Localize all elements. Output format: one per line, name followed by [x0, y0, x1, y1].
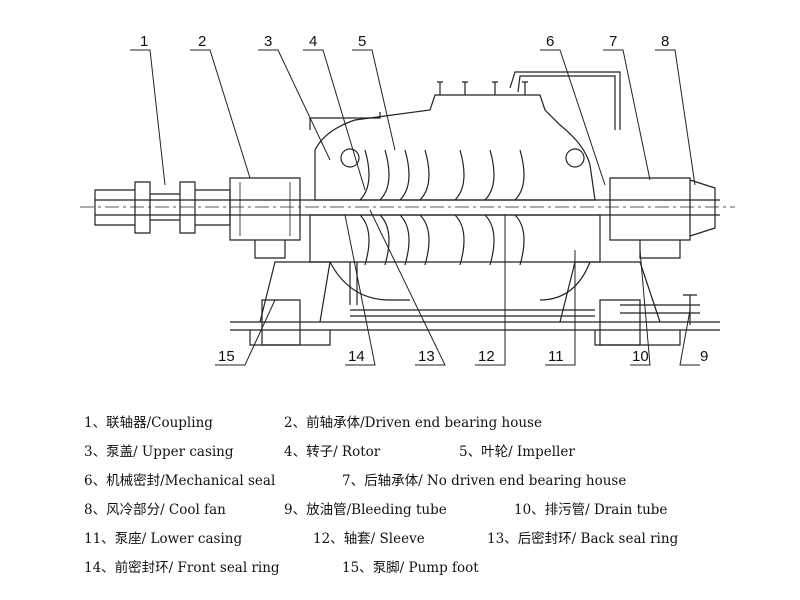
legend-item: 15、泵脚/ Pump foot — [342, 560, 479, 576]
legend-item: 10、排污管/ Drain tube — [514, 502, 668, 518]
top-studs — [437, 81, 528, 95]
callout-label: 12 — [478, 348, 495, 365]
callout-label: 6 — [546, 33, 554, 50]
callout-label: 11 — [548, 348, 564, 365]
legend-item: 4、转子/ Rotor — [284, 444, 381, 460]
shaft — [95, 199, 720, 216]
bleeding-tube — [620, 294, 700, 325]
legend-item: 6、机械密封/Mechanical seal — [84, 473, 276, 489]
legend-item: 2、前轴承体/Driven end bearing house — [284, 415, 542, 431]
front-bearing-house — [229, 177, 301, 259]
pump-foot — [261, 299, 641, 346]
coupling — [94, 181, 231, 234]
legend-item: 7、后轴承体/ No driven end bearing house — [342, 473, 627, 489]
callout-label: 2 — [198, 33, 206, 50]
legend-item: 8、风冷部分/ Cool fan — [84, 502, 226, 518]
drain-tube — [349, 262, 595, 317]
callout-label: 13 — [418, 348, 435, 365]
callout-label: 15 — [218, 348, 235, 365]
callout-label: 1 — [140, 33, 148, 50]
callout-label: 4 — [309, 33, 317, 50]
legend-item: 13、后密封环/ Back seal ring — [487, 531, 679, 547]
legend-item: 1、联轴器/Coupling — [84, 415, 213, 431]
legend-item: 12、轴套/ Sleeve — [313, 531, 425, 547]
pump-cross-section-drawing: 1 2 3 4 5 6 7 8 9 10 11 12 13 14 15 — [80, 33, 735, 366]
legend-item: 11、泵座/ Lower casing — [84, 531, 243, 547]
base-frame — [230, 261, 720, 346]
casing-boss-left — [340, 148, 360, 168]
legend-item: 14、前密封环/ Front seal ring — [84, 560, 280, 576]
impellers — [359, 149, 525, 266]
callout-leaders — [130, 49, 700, 366]
callout-label: 10 — [632, 348, 649, 365]
callout-label: 3 — [264, 33, 272, 50]
callout-label: 8 — [661, 33, 669, 50]
callout-label: 14 — [348, 348, 365, 365]
legend-item: 3、泵盖/ Upper casing — [84, 444, 234, 460]
callout-label: 5 — [358, 33, 366, 50]
callout-label: 9 — [700, 348, 708, 365]
balance-pipe — [309, 71, 621, 130]
legend-item: 9、放油管/Bleeding tube — [284, 502, 447, 518]
callout-label: 7 — [609, 33, 617, 50]
rear-bearing-house — [609, 177, 716, 259]
casing-boss-right — [565, 148, 585, 168]
upper-casing-outline — [314, 94, 596, 201]
legend-item: 5、叶轮/ Impeller — [459, 444, 575, 460]
